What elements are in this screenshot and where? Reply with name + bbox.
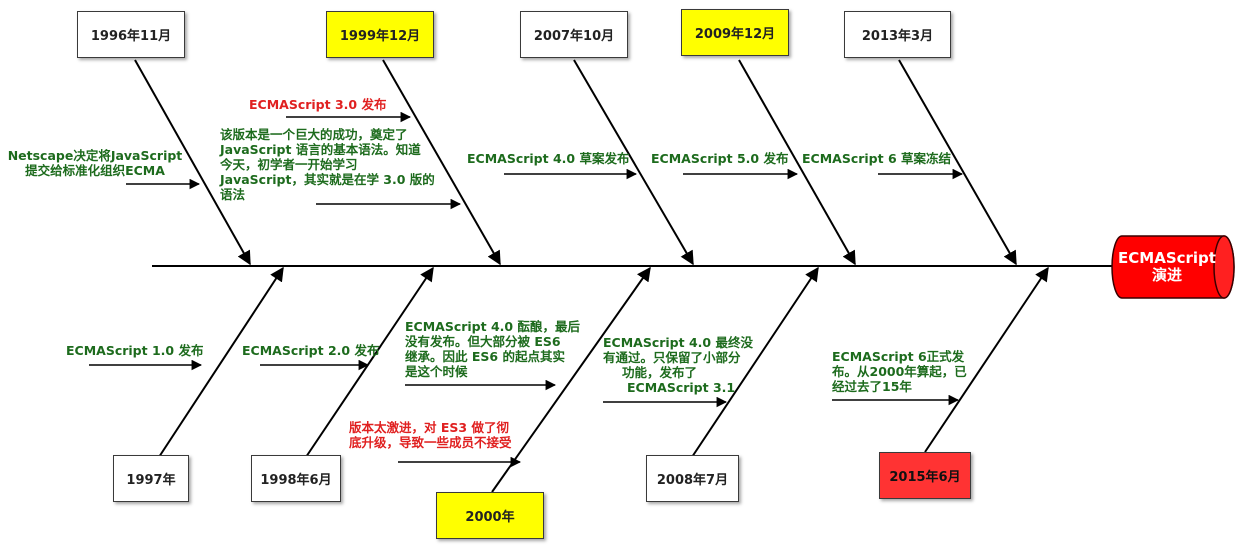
rib-2007	[573, 59, 694, 266]
note-2000-line: 没有发布。但大部分被 ES6	[405, 334, 561, 349]
date-box-1999-12: 1999年12月	[326, 11, 434, 58]
note-1999-line: JavaScript 语言的基本语法。知道	[220, 142, 421, 157]
note-1999: 该版本是一个巨大的成功，奠定了 JavaScript 语言的基本语法。知道 今天…	[220, 127, 460, 202]
note-2000: ECMAScript 4.0 酝酿，最后 没有发布。但大部分被 ES6 继承。因…	[405, 319, 595, 379]
date-box-1996-11: 1996年11月	[77, 11, 185, 58]
note-2000-red: 版本太激进，对 ES3 做了彻 底升级，导致一些成员不接受	[349, 420, 539, 450]
note-2013: ECMAScript 6 草案冻结	[802, 151, 952, 166]
date-box-2007-10: 2007年10月	[520, 11, 628, 58]
note-2015-line: ECMAScript 6正式发	[832, 349, 965, 364]
date-box-2015-06: 2015年6月	[879, 452, 971, 499]
rib-2000	[491, 266, 651, 493]
note-2008: ECMAScript 4.0 最终没 有通过。只保留了小部分 功能，发布了 EC…	[603, 335, 773, 395]
note-2000-red-line: 版本太激进，对 ES3 做了彻	[349, 420, 509, 435]
fish-head-label: ECMAScript 演进	[1112, 236, 1222, 298]
note-1999-line: 该版本是一个巨大的成功，奠定了	[220, 127, 408, 142]
note-2008-line: ECMAScript 3.1	[627, 380, 736, 395]
note-1996: Netscape决定将JavaScript 提交给标准化组织ECMA	[5, 148, 185, 178]
note-1999-line: JavaScript，其实就是在学 3.0 版的	[220, 172, 435, 187]
note-2000-line: 是这个时候	[405, 364, 468, 379]
date-box-2013-03: 2013年3月	[844, 11, 951, 58]
note-2009: ECMAScript 5.0 发布	[651, 151, 789, 166]
rib-2015	[924, 266, 1049, 453]
rib-1996	[134, 59, 251, 266]
rib-2009	[738, 59, 856, 266]
note-2015: ECMAScript 6正式发 布。从2000年算起，已 经过去了15年	[832, 349, 982, 394]
rib-2008	[691, 266, 819, 458]
note-1999-line: 今天，初学者一开始学习	[220, 157, 358, 172]
note-1996-line: 提交给标准化组织ECMA	[25, 163, 165, 178]
note-1997: ECMAScript 1.0 发布	[66, 343, 204, 358]
fish-head-cylinder	[1111, 235, 1235, 299]
note-2015-line: 经过去了15年	[832, 379, 912, 394]
note-1996-line: Netscape决定将JavaScript	[7, 148, 183, 163]
fish-head-line2: 演进	[1151, 266, 1182, 284]
rib-2013	[898, 59, 1017, 266]
note-2000-red-line: 底升级，导致一些成员不接受	[349, 435, 512, 450]
rib-1999	[382, 59, 501, 266]
date-box-2000: 2000年	[436, 492, 544, 539]
note-2007: ECMAScript 4.0 草案发布	[467, 151, 630, 166]
date-box-2008-07: 2008年7月	[646, 455, 739, 502]
note-2008-line: 有通过。只保留了小部分	[603, 350, 741, 365]
note-2000-line: ECMAScript 4.0 酝酿，最后	[405, 319, 580, 334]
rib-1998	[305, 266, 434, 458]
date-box-2009-12: 2009年12月	[681, 9, 789, 56]
note-1999-title: ECMAScript 3.0 发布	[249, 97, 387, 112]
note-1998: ECMAScript 2.0 发布	[242, 343, 380, 358]
note-2008-line: 功能，发布了	[622, 365, 698, 380]
note-1999-line: 语法	[220, 187, 246, 202]
note-2008-line: ECMAScript 4.0 最终没	[603, 335, 753, 350]
note-2015-line: 布。从2000年算起，已	[832, 364, 967, 379]
date-box-1998-06: 1998年6月	[251, 455, 341, 502]
rib-1997	[158, 266, 284, 458]
date-box-1997: 1997年	[113, 455, 189, 502]
fish-head-line1: ECMAScript	[1118, 249, 1216, 267]
note-2000-line: 继承。因此 ES6 的起点其实	[405, 349, 565, 364]
